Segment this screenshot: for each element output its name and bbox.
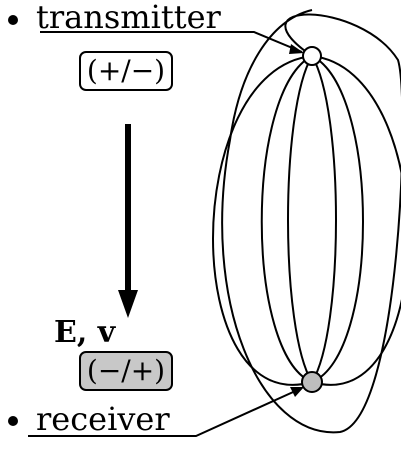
field-line-mid-right [312, 56, 363, 382]
field-line-mid-left [262, 56, 312, 382]
field-velocity-label: E, v [54, 315, 117, 350]
transmitter-polarity-label: (+/−) [87, 54, 165, 87]
transmitter-label: transmitter [36, 0, 222, 36]
direction-arrow-head [118, 290, 138, 318]
field-lines [213, 10, 401, 432]
field-line-outer-right [312, 56, 401, 385]
transmitter-bullet [8, 15, 18, 25]
field-line-inner-left [288, 56, 312, 382]
receiver-node [302, 372, 322, 392]
receiver-bullet [8, 416, 18, 426]
transmitter-node [303, 47, 321, 65]
receiver-label: receiver [36, 400, 170, 438]
field-line-outer-top [222, 10, 401, 432]
field-line-inner-right [312, 56, 336, 382]
receiver-polarity-label: (−/+) [87, 354, 165, 387]
